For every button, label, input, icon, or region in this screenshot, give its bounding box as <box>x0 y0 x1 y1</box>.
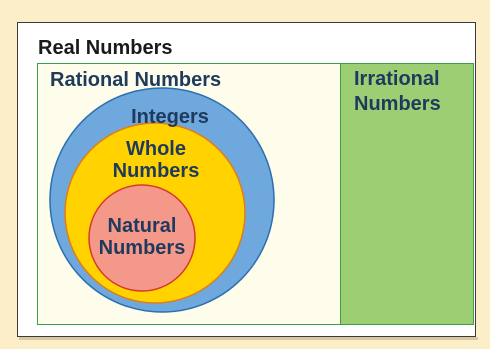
frame-shadow <box>19 337 478 340</box>
real-numbers-label: Real Numbers <box>38 37 173 59</box>
irrational-numbers-label: Irrational Numbers <box>354 68 441 115</box>
integers-label: Integers <box>131 106 209 128</box>
whole-numbers-label: Whole Numbers <box>96 138 216 182</box>
natural-numbers-line1: Natural <box>107 215 177 237</box>
irrational-numbers-box <box>340 63 474 325</box>
natural-numbers-label: Natural Numbers <box>82 215 202 259</box>
natural-numbers-line2: Numbers <box>98 237 186 259</box>
whole-numbers-line2: Numbers <box>112 160 200 182</box>
natural-numbers-circle <box>88 184 196 292</box>
rational-numbers-label: Rational Numbers <box>50 69 222 91</box>
whole-numbers-line1: Whole <box>126 138 186 160</box>
